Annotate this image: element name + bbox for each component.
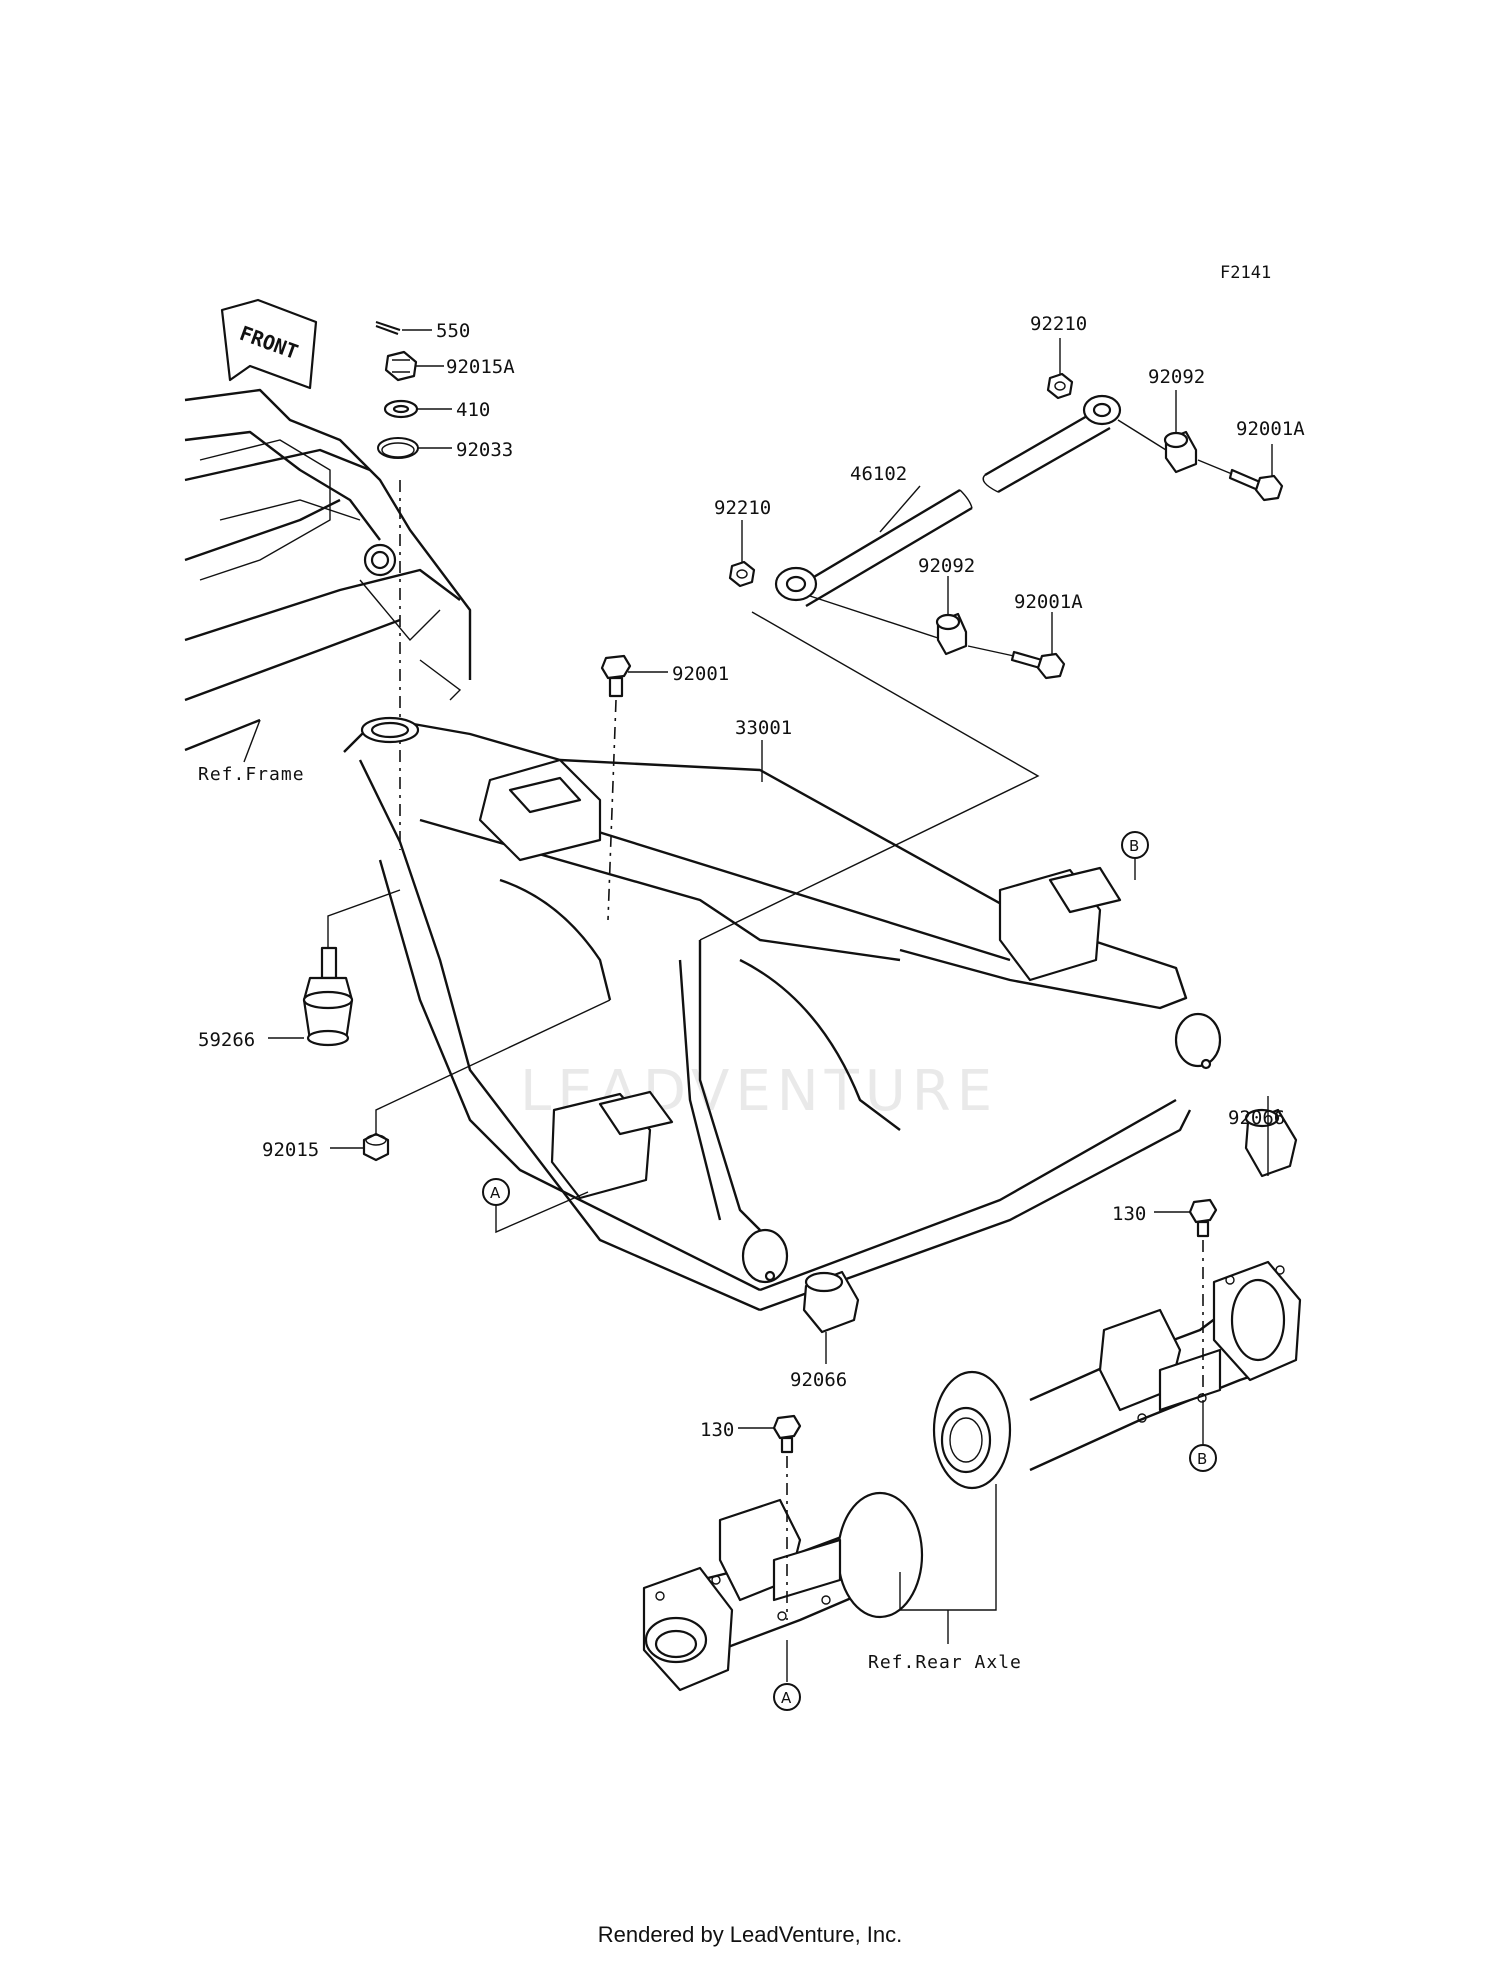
callout-a-bottom — [773, 1683, 801, 1711]
bolt-icon — [600, 654, 632, 698]
swing-arm-drawing — [343, 716, 1222, 1312]
nut-icon — [362, 1132, 390, 1162]
callout-b-bottom — [1189, 1444, 1217, 1472]
part-92210-mid: 92210 — [714, 497, 771, 519]
part-46102: 46102 — [850, 463, 907, 485]
bolt-icon — [772, 1414, 802, 1454]
nut-icon — [728, 560, 756, 588]
castle-nut-icon — [384, 350, 418, 382]
bushing-icon — [935, 612, 968, 656]
part-92210-top: 92210 — [1030, 313, 1087, 335]
part-92001: 92001 — [672, 663, 729, 685]
cap-icon — [1244, 1108, 1298, 1178]
part-130-left: 130 — [700, 1419, 734, 1441]
cotter-pin-icon — [375, 321, 401, 335]
part-92092-top: 92092 — [1148, 366, 1205, 388]
ref-rear-axle-label: Ref.Rear Axle — [868, 1652, 1022, 1673]
part-92066-bottom: 92066 — [790, 1369, 847, 1391]
nut-icon — [1046, 372, 1074, 400]
part-130-right: 130 — [1112, 1203, 1146, 1225]
part-92033: 92033 — [456, 439, 513, 461]
bolt-icon — [1228, 468, 1284, 502]
front-arrow-icon: FRONT — [220, 298, 318, 390]
part-33001: 33001 — [735, 717, 792, 739]
part-92015a: 92015A — [446, 356, 515, 378]
bolt-icon — [1188, 1198, 1218, 1238]
callout-a-bottom-label: A — [781, 1689, 792, 1707]
callout-b-bottom-label: B — [1197, 1450, 1207, 1468]
cap-icon — [802, 1270, 860, 1334]
part-410: 410 — [456, 399, 490, 421]
right-axle-housing-drawing — [932, 1260, 1302, 1490]
figure-id: F2141 — [1220, 263, 1271, 283]
part-59266: 59266 — [198, 1029, 255, 1051]
part-92015: 92015 — [262, 1139, 319, 1161]
callout-a-top-label: A — [490, 1184, 501, 1202]
part-92092-mid: 92092 — [918, 555, 975, 577]
part-92001a-mid: 92001A — [1014, 591, 1083, 613]
part-92066-right: 92066 — [1228, 1107, 1285, 1129]
footer-credit: Rendered by LeadVenture, Inc. — [597, 1922, 903, 1947]
tie-rod-drawing — [774, 394, 1122, 608]
ref-frame-label: Ref.Frame — [198, 764, 305, 785]
washer-icon — [383, 399, 419, 419]
bolt-icon — [1010, 650, 1066, 680]
snap-ring-icon — [377, 437, 419, 459]
pivot-bushing-icon — [302, 946, 354, 1047]
part-550: 550 — [436, 320, 470, 342]
part-92001a-top: 92001A — [1236, 418, 1305, 440]
ref-frame-drawing — [184, 388, 472, 752]
bushing-icon — [1163, 430, 1198, 474]
callout-b-top-label: B — [1129, 837, 1139, 855]
left-axle-housing-drawing — [642, 1491, 924, 1692]
